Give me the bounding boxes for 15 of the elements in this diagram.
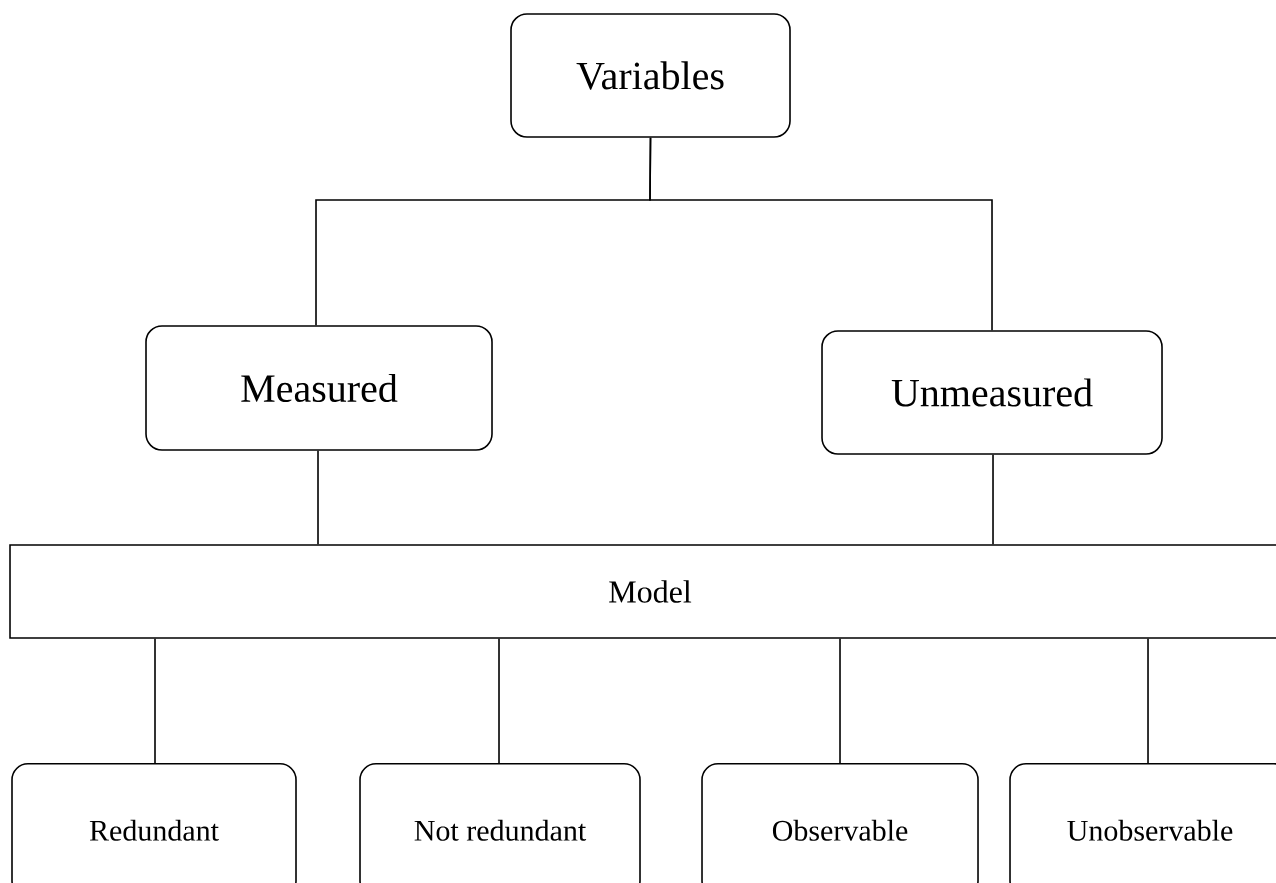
connector-line <box>649 137 993 331</box>
category-box: Variables <box>510 13 791 138</box>
category-box: Unobservable <box>1009 763 1276 883</box>
connector-line <box>154 638 156 764</box>
connector-line <box>992 454 994 545</box>
connector-line <box>498 638 500 764</box>
connector-line <box>1147 638 1149 764</box>
category-box: Observable <box>701 763 979 883</box>
category-box: Not redundant <box>359 763 641 883</box>
category-box: Redundant <box>11 763 297 883</box>
model-band: Model <box>9 544 1276 639</box>
category-box: Measured <box>145 325 493 451</box>
connector-line <box>839 638 841 764</box>
connector-line <box>317 450 319 545</box>
category-box: Unmeasured <box>821 330 1163 455</box>
